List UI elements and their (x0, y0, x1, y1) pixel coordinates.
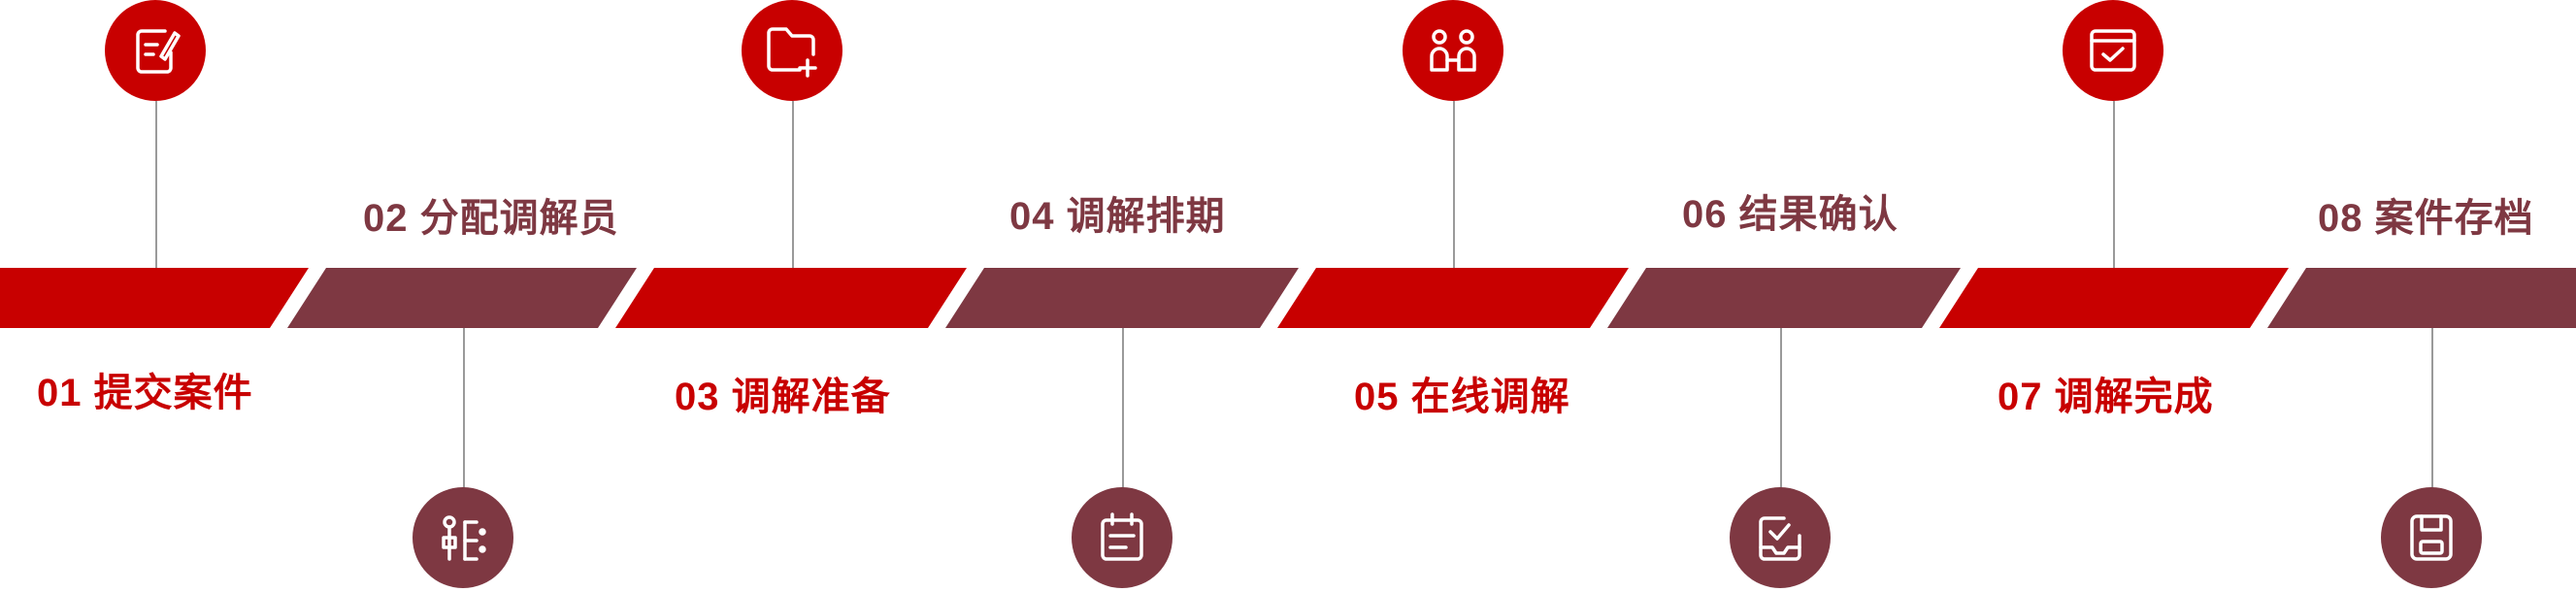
connector-06 (1780, 328, 1782, 491)
step-03-circle (742, 0, 842, 101)
band-segment-01 (0, 268, 309, 328)
step-07-label: 07 调解完成 (1998, 376, 2214, 418)
connector-08 (2431, 328, 2433, 491)
step-08-label: 08 案件存档 (2318, 197, 2534, 240)
band-segment-03 (615, 268, 967, 328)
band-segment-07 (1939, 268, 2289, 328)
save-disk-icon (2410, 514, 2453, 561)
band-segment-06 (1607, 268, 1961, 328)
folder-add-icon (767, 27, 817, 78)
step-02-circle (413, 487, 513, 588)
step-06-label: 06 结果确认 (1682, 193, 1899, 236)
step-05-label: 05 在线调解 (1354, 376, 1570, 418)
connector-01 (155, 101, 157, 268)
step-08-circle (2381, 487, 2482, 588)
connector-04 (1122, 328, 1124, 491)
step-03-label: 03 调解准备 (675, 376, 891, 418)
two-people-icon (1430, 29, 1476, 72)
band-segment-08 (2267, 268, 2576, 328)
step-05-circle (1403, 0, 1503, 101)
step-01-label: 01 提交案件 (37, 372, 253, 414)
step-07-circle (2063, 0, 2163, 101)
connector-02 (463, 328, 465, 491)
calendar-schedule-icon (1101, 512, 1143, 561)
step-04-circle (1072, 487, 1172, 588)
step-04-label: 04 调解排期 (1009, 195, 1226, 238)
step-02-label: 02 分配调解员 (363, 197, 619, 240)
band-segment-05 (1277, 268, 1629, 328)
inbox-check-icon (1759, 516, 1801, 561)
window-check-icon (2090, 29, 2136, 72)
band-segment-04 (945, 268, 1299, 328)
step-01-circle (105, 0, 206, 101)
edit-note-icon (136, 29, 181, 74)
connector-03 (792, 101, 794, 268)
connector-07 (2113, 101, 2115, 268)
assign-list-icon (442, 515, 486, 561)
connector-05 (1453, 101, 1455, 268)
band-segment-02 (287, 268, 637, 328)
step-06-circle (1730, 487, 1831, 588)
